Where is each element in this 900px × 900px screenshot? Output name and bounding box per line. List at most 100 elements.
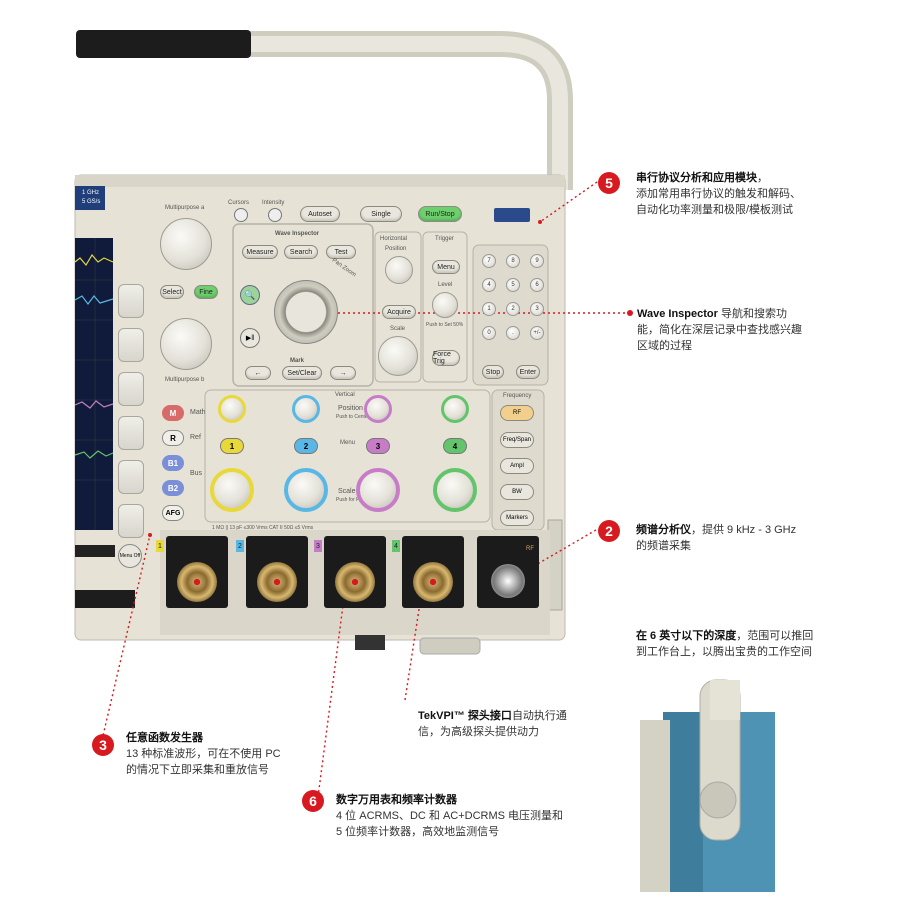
select-button[interactable]: Select [160, 285, 184, 299]
multipurpose-a-knob[interactable] [160, 218, 212, 270]
cursors-button[interactable] [234, 208, 248, 222]
keypad-key[interactable]: 2 [506, 302, 520, 316]
trigger-menu-button[interactable]: Menu [432, 260, 460, 274]
freq-span-button[interactable]: Freq/Span [500, 432, 534, 448]
prev-mark-arrow-icon[interactable]: ← [245, 366, 271, 380]
keypad-key[interactable]: 5 [506, 278, 520, 292]
measure-button[interactable]: Measure [242, 245, 278, 259]
badge-2: 2 [598, 520, 620, 542]
bezel-button-5[interactable] [118, 460, 144, 494]
cursors-label: Cursors [228, 200, 250, 206]
annotation-tekvpi-title: TekVPI™ 探头接口 [418, 710, 512, 722]
force-trig-button[interactable]: Force Trig [432, 350, 460, 366]
trace-magenta [74, 400, 114, 409]
leader-3 [101, 534, 151, 741]
keypad-key[interactable]: +/- [530, 326, 544, 340]
menu-off-button[interactable]: Menu Off [118, 544, 142, 568]
rf-input-connector[interactable] [477, 536, 539, 608]
annotation-depth-title: 在 6 英寸以下的深度 [636, 630, 737, 642]
channel-button[interactable]: 4 [443, 438, 467, 454]
ampl-button[interactable]: Ampl [500, 458, 534, 474]
mark-label: Mark [290, 358, 305, 364]
bnc-input-connector[interactable]: 3 [314, 536, 386, 608]
autoset-button[interactable]: Autoset [300, 206, 340, 222]
level-label: Level [438, 282, 453, 288]
annotation-3-body: 13 种标准波形，可在不使用 PC 的情况下立即采集和重放信号 [126, 748, 281, 776]
horizontal-scale-knob[interactable] [378, 336, 418, 376]
bezel-button-1[interactable] [118, 284, 144, 318]
bezel-button-3[interactable] [118, 372, 144, 406]
annotation-wave-title: Wave Inspector [637, 308, 718, 320]
rf-n-connector [491, 564, 525, 598]
ref-button[interactable]: R [162, 430, 184, 446]
bw-button[interactable]: BW [500, 484, 534, 500]
multipurpose-b-knob[interactable] [160, 318, 212, 370]
play-pause-icon[interactable]: ▶‖ [240, 328, 260, 348]
channel-scale-knob[interactable] [433, 468, 477, 512]
channel-position-knob[interactable] [218, 395, 246, 423]
stop-button[interactable]: Stop [482, 365, 504, 379]
keypad-key[interactable]: 1 [482, 302, 496, 316]
keypad-key[interactable]: 7 [482, 254, 496, 268]
v-menu-label: Menu [340, 440, 356, 446]
run-stop-button[interactable]: Run/Stop [418, 206, 462, 222]
bnc-input-connector[interactable]: 4 [392, 536, 464, 608]
markers-button[interactable]: Markers [500, 510, 534, 526]
channel-scale-knob[interactable] [210, 468, 254, 512]
keypad-key[interactable]: 6 [530, 278, 544, 292]
test-button[interactable]: Test [326, 245, 356, 259]
channel-position-knob[interactable] [364, 395, 392, 423]
v-position-label: Position [338, 405, 363, 412]
zoom-icon[interactable]: 🔍 [240, 285, 260, 305]
bus-label: Bus [190, 470, 203, 477]
channel-position-knob[interactable] [292, 395, 320, 423]
next-mark-arrow-icon[interactable]: → [330, 366, 356, 380]
leader-2 [509, 529, 597, 581]
leader-5 [539, 181, 598, 223]
acquire-button[interactable]: Acquire [382, 305, 416, 319]
annotation-dmm: 数字万用表和频率计数器 4 位 ACRMS、DC 和 AC+DCRMS 电压测量… [336, 792, 566, 840]
horizontal-position-knob[interactable] [385, 256, 413, 284]
single-button[interactable]: Single [360, 206, 402, 222]
usb-port[interactable] [494, 208, 530, 222]
search-button[interactable]: Search [284, 245, 318, 259]
bezel-button-2[interactable] [118, 328, 144, 362]
channel-scale-knob[interactable] [356, 468, 400, 512]
bus1-button[interactable]: B1 [162, 455, 184, 471]
keypad-key[interactable]: . [506, 326, 520, 340]
afg-button[interactable]: AFG [162, 505, 184, 521]
annotation-wave-inspector: Wave Inspector 导航和搜索功能，简化在深层记录中查找感兴趣区域的过… [637, 306, 807, 354]
annotation-5-title: 串行协议分析和应用模块 [636, 172, 757, 184]
annotation-2-body: ，提供 9 kHz - 3 GHz 的频谱采集 [636, 524, 797, 552]
vertical-frame [204, 389, 491, 523]
keypad-key[interactable]: 9 [530, 254, 544, 268]
horizontal-frame [374, 231, 422, 383]
channel-button[interactable]: 3 [366, 438, 390, 454]
push-for-fine-label: Push for Fine [336, 497, 366, 503]
set-clear-button[interactable]: Set/Clear [282, 366, 322, 380]
fine-button[interactable]: Fine [194, 285, 218, 299]
bnc-input-connector[interactable]: 1 [156, 536, 228, 608]
keypad-key[interactable]: 0 [482, 326, 496, 340]
bezel-button-4[interactable] [118, 416, 144, 450]
channel-button[interactable]: 1 [220, 438, 244, 454]
channel-button[interactable]: 2 [294, 438, 318, 454]
enter-button[interactable]: Enter [516, 365, 540, 379]
bnc-input-connector[interactable]: 2 [236, 536, 308, 608]
intensity-button[interactable] [268, 208, 282, 222]
rf-button[interactable]: RF [500, 405, 534, 421]
trace-cyan [74, 295, 114, 305]
channel-position-knob[interactable] [441, 395, 469, 423]
channel-scale-knob[interactable] [284, 468, 328, 512]
pan-zoom-knob[interactable] [274, 280, 338, 344]
keypad-key[interactable]: 8 [506, 254, 520, 268]
bus2-button[interactable]: B2 [162, 480, 184, 496]
trigger-level-knob[interactable] [432, 292, 458, 318]
annotation-depth: 在 6 英寸以下的深度，范围可以推回到工作台上，以腾出宝贵的工作空间 [636, 628, 816, 660]
math-button[interactable]: M [162, 405, 184, 421]
keypad-key[interactable]: 3 [530, 302, 544, 316]
keypad-key[interactable]: 4 [482, 278, 496, 292]
bezel-button-6[interactable] [118, 504, 144, 538]
badge-6: 6 [302, 790, 324, 812]
trigger-frame [422, 231, 468, 383]
